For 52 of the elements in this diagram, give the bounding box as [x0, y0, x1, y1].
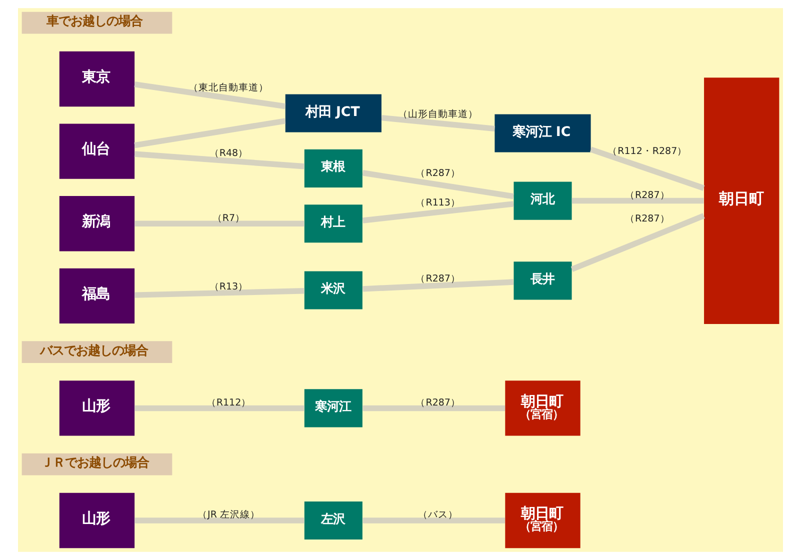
node-box: 寒河江 IC	[494, 114, 590, 152]
edge-label: （R112・R287）	[607, 146, 687, 158]
node-box: 朝日町 （宮宿）	[504, 380, 580, 436]
connector	[362, 518, 504, 524]
connector	[362, 405, 504, 412]
connector	[589, 146, 704, 191]
node-box: 河北	[513, 182, 572, 220]
node-box: 山形	[58, 492, 134, 548]
node-box: 山形	[58, 380, 134, 436]
edge-label: （R287）	[624, 190, 670, 201]
node-box: バスでお越しの場合	[21, 341, 172, 364]
connector	[134, 405, 304, 412]
edge-label: （R287）	[415, 397, 460, 408]
edge-label: （山形自動車道）	[398, 109, 478, 120]
node-box: 左沢	[304, 501, 362, 540]
node-box: 朝日町 （宮宿）	[504, 492, 580, 548]
edge-label: （R287）	[415, 274, 460, 285]
edge-label: （R287）	[624, 214, 670, 225]
connector	[134, 151, 304, 170]
node-box: 村上	[304, 204, 362, 243]
edge-label: （JR 左沢線）	[197, 510, 260, 521]
edge-label: （R7）	[212, 212, 245, 224]
node-box: 新潟	[58, 196, 134, 252]
node-box: 米沢	[304, 271, 362, 310]
node-box: 東京	[58, 51, 134, 107]
node-box: ＪＲでお越しの場合	[21, 453, 172, 476]
connector	[380, 114, 494, 132]
connector	[570, 213, 704, 272]
edge-label: （R13）	[208, 281, 248, 292]
edge-label: （R287）	[415, 168, 460, 180]
edge-label: （R113）	[415, 198, 460, 209]
edge-label: （R112）	[206, 397, 251, 408]
node-box: 福島	[58, 268, 134, 324]
connector	[362, 170, 514, 200]
edge-label: （東北自動車道）	[188, 82, 268, 94]
connector	[134, 518, 304, 524]
connector	[362, 201, 514, 224]
connector	[134, 220, 304, 226]
connector	[362, 279, 514, 292]
connector	[134, 118, 286, 148]
node-box: 東根	[304, 149, 362, 188]
node-box: 仙台	[58, 124, 134, 179]
edge-label: （R48）	[208, 148, 248, 160]
node-box: 村田 JCT	[284, 94, 381, 132]
edge-label: （バス）	[418, 510, 458, 521]
connector	[571, 198, 704, 204]
connector	[134, 288, 304, 298]
node-box: 朝日町	[704, 78, 779, 324]
node-box: 長井	[513, 262, 572, 300]
node-box: 車でお越しの場合	[21, 12, 172, 34]
node-box: 寒河江	[304, 389, 362, 428]
connector	[134, 82, 286, 110]
